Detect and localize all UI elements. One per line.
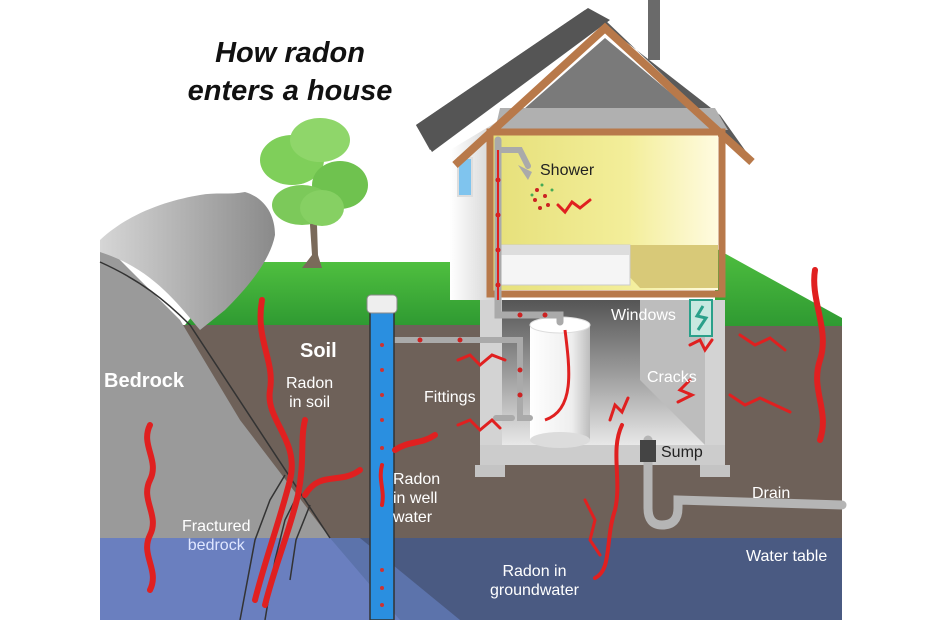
room-frame	[486, 128, 726, 298]
tree-icon	[260, 118, 368, 268]
label-radon-in-well-water: Radon in well water	[393, 470, 440, 527]
bedrock-edge	[99, 261, 331, 539]
label-bedrock: Bedrock	[104, 370, 185, 392]
label-line: groundwater	[490, 582, 579, 599]
label-line: Radon in	[502, 563, 567, 580]
label-radon-in-groundwater: Radon in groundwater	[490, 562, 579, 600]
radon-arrow-well-out	[392, 432, 438, 453]
shower-head-icon	[518, 165, 554, 210]
radon-arrows	[144, 267, 826, 608]
bedrock-boulder	[100, 192, 275, 330]
radon-arrow-well-inner	[378, 463, 385, 507]
radon-arrow-soil-1	[252, 297, 295, 603]
radon-arrow-bedrock	[144, 422, 156, 593]
grass-right	[715, 248, 842, 326]
sump-pit	[640, 440, 656, 462]
roof-trim	[452, 22, 755, 168]
label-sump: Sump	[661, 444, 703, 461]
label-cracks: Cracks	[647, 369, 697, 386]
label-line: in soil	[289, 394, 331, 411]
title-line-2: enters a house	[187, 75, 393, 107]
bedrock-under-water	[100, 538, 400, 620]
label-line: Radon	[286, 375, 334, 392]
label-line: Fractured	[182, 518, 251, 535]
label-fittings: Fittings	[424, 389, 476, 406]
title-line-1: How radon	[215, 37, 365, 69]
chimney	[648, 0, 660, 60]
footing-right	[700, 465, 730, 477]
radon-arrow-tank	[544, 329, 571, 422]
radon-arrow-groundwater	[593, 423, 624, 580]
roof-face	[416, 8, 610, 152]
label-line: in well	[393, 490, 438, 507]
radon-squiggles	[456, 198, 792, 557]
basement-wall-left	[480, 300, 502, 465]
label-line: Radon	[393, 471, 441, 488]
label-fractured-bedrock: Fractured bedrock	[182, 517, 250, 555]
radon-arrow-to-well	[302, 467, 363, 498]
label-radon-in-soil: Radon in soil	[286, 374, 333, 412]
label-line: bedrock	[187, 537, 245, 554]
label-shower: Shower	[540, 162, 595, 179]
label-water-table: Water table	[746, 548, 828, 565]
basement-side	[640, 300, 705, 445]
attic	[500, 38, 715, 130]
well-radon-dots	[380, 343, 384, 607]
well-cap	[366, 294, 398, 314]
label-drain: Drain	[752, 485, 791, 502]
label-windows: Windows	[611, 307, 676, 324]
radon-arrow-right	[811, 267, 826, 443]
basement-floor-slab	[480, 445, 725, 465]
label-line: water	[393, 509, 433, 526]
bedrock-layer	[100, 240, 330, 538]
label-soil: Soil	[300, 340, 337, 362]
attic-ceiling	[495, 108, 728, 130]
bathtub-rim	[500, 245, 630, 255]
footing-left	[475, 465, 505, 477]
groundwater-dark	[360, 538, 842, 620]
diagram-title: How radon enters a house	[160, 34, 420, 110]
basement-window-icon	[689, 299, 713, 337]
radon-pipe-dots	[417, 177, 548, 398]
water-heater-tank	[529, 316, 591, 448]
radon-arrow-soil-2	[262, 417, 308, 608]
